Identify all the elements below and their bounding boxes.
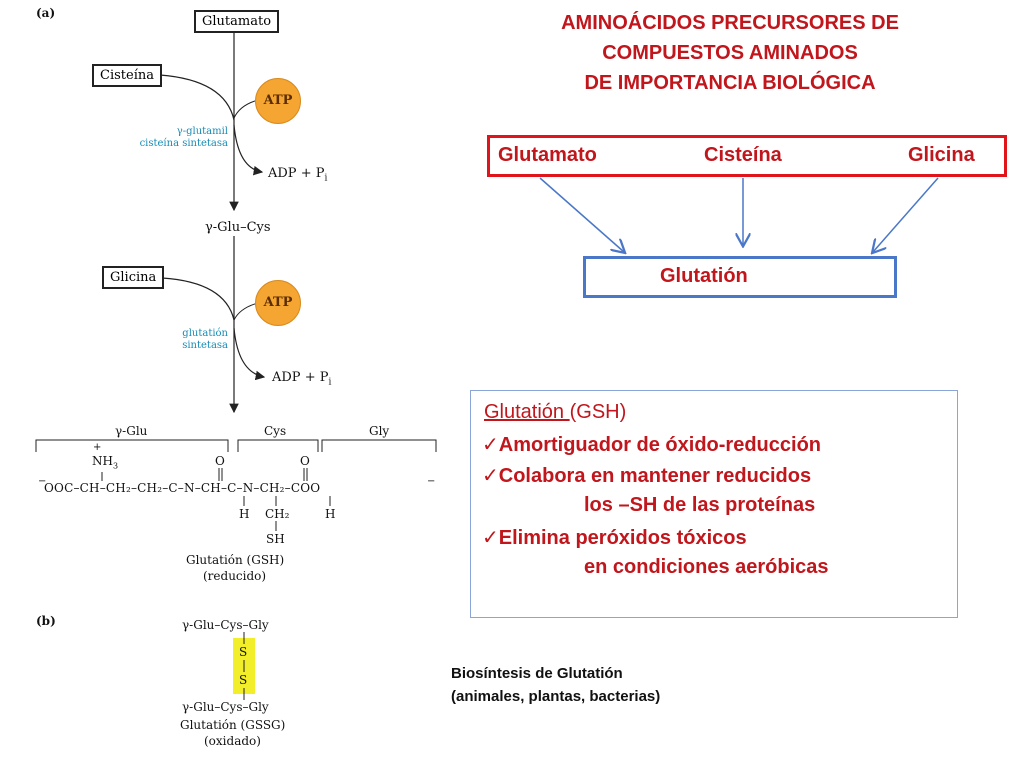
enzyme-1-line2: cisteína sintetasa (139, 138, 228, 149)
adp-pi-1: ADP + Pi (268, 166, 327, 184)
carbonyl-o-2: O (300, 454, 310, 468)
glutamato-box: Glutamato (194, 10, 280, 33)
glicina-box: Glicina (102, 266, 165, 289)
precursor-glutamato: Glutamato (498, 144, 597, 166)
precursor-glicina: Glicina (908, 144, 975, 166)
disulfide-s2: S (239, 673, 248, 687)
product-glutation: Glutatión (660, 265, 748, 287)
cisteina-box: Cisteína (92, 64, 162, 87)
caption-line-2: (animales, plantas, bacterias) (451, 688, 661, 705)
enzyme-2-line1: glutatión (182, 328, 228, 339)
info-item-3-cont: en condiciones aeróbicas (584, 556, 829, 579)
gssg-name: Glutatión (GSSG) (180, 718, 286, 732)
minus-charge-left: − (38, 476, 47, 487)
segment-glu-label: γ-Glu (115, 424, 148, 438)
info-heading: Glutatión (GSH) (484, 401, 626, 424)
adp-pi-2: ADP + Pi (272, 370, 331, 388)
nh3-text: NH (92, 454, 113, 468)
info-item-1-text: Amortiguador de óxido-reducción (498, 434, 822, 456)
gsh-state: (reducido) (203, 569, 267, 583)
atp-circle-2: ATP (255, 280, 301, 326)
atp-circle-1: ATP (255, 78, 301, 124)
info-item-3-text: Elimina peróxidos tóxicos (498, 527, 747, 549)
product-box (583, 256, 897, 298)
info-item-2-text: Colabora en mantener reducidos (498, 465, 812, 487)
info-item-2: ✓Colabora en mantener reducidos (482, 465, 812, 487)
ch2-side-chain: CH₂ (265, 507, 290, 521)
panel-a-label: (a) (36, 6, 56, 20)
enzyme-1-label: γ-glutamil cisteína sintetasa (120, 126, 228, 150)
precursor-cisteina: Cisteína (704, 144, 782, 166)
precursors-box (487, 135, 1007, 177)
adp-pi-2-text: ADP + P (272, 370, 329, 385)
info-item-1: ✓Amortiguador de óxido-reducción (482, 434, 822, 456)
gsh-name: Glutatión (GSH) (186, 553, 285, 567)
gssg-top-chain: γ-Glu–Cys–Gly (182, 618, 269, 632)
intermediate-glu-cys: γ-Glu–Cys (205, 220, 271, 235)
info-item-2-cont: los –SH de las proteínas (584, 494, 815, 517)
nh3-group: NH3 (92, 454, 118, 470)
info-item-2-cont-text: los –SH de las proteínas (584, 494, 816, 516)
info-item-3-cont-text: en condiciones aeróbicas (584, 556, 829, 578)
segment-cys-label: Cys (264, 424, 287, 438)
gssg-bottom-chain: γ-Glu–Cys–Gly (182, 700, 269, 714)
amide-h-2: H (325, 507, 336, 521)
title-line-1: AMINOÁCIDOS PRECURSORES DE (561, 12, 899, 34)
segment-gly-label: Gly (369, 424, 390, 438)
page-title: AMINOÁCIDOS PRECURSORES DE COMPUESTOS AM… (520, 8, 940, 98)
adp-pi-1-text: ADP + P (268, 166, 325, 181)
carbonyl-o-1: O (215, 454, 225, 468)
enzyme-2-line2: sintetasa (182, 340, 228, 351)
nh3-sub: 3 (112, 461, 119, 471)
panel-b-label: (b) (36, 614, 56, 628)
info-heading-name: Glutatión (484, 401, 570, 423)
gssg-state: (oxidado) (204, 734, 261, 748)
info-heading-abbrev: (GSH) (569, 401, 627, 423)
minus-charge-right: − (427, 476, 436, 487)
caption-line-1: Biosíntesis de Glutatión (451, 665, 623, 682)
pathway-lines (35, 30, 437, 700)
info-box (470, 390, 958, 618)
enzyme-2-label: glutatión sintetasa (150, 328, 228, 352)
info-item-3: ✓Elimina peróxidos tóxicos (482, 527, 747, 549)
amide-h-1: H (239, 507, 250, 521)
disulfide-s1: S (239, 645, 248, 659)
adp-pi-2-sub: i (328, 377, 332, 388)
plus-charge: + (93, 442, 102, 453)
enzyme-1-line1: γ-glutamil (176, 126, 228, 137)
gsh-backbone: OOC–CH–CH₂–CH₂–C–N–CH–C–N–CH₂–COO (44, 481, 321, 495)
adp-pi-1-sub: i (324, 173, 328, 184)
sh-group: SH (266, 532, 285, 546)
title-line-3: DE IMPORTANCIA BIOLÓGICA (584, 72, 876, 94)
title-line-2: COMPUESTOS AMINADOS (602, 42, 858, 64)
